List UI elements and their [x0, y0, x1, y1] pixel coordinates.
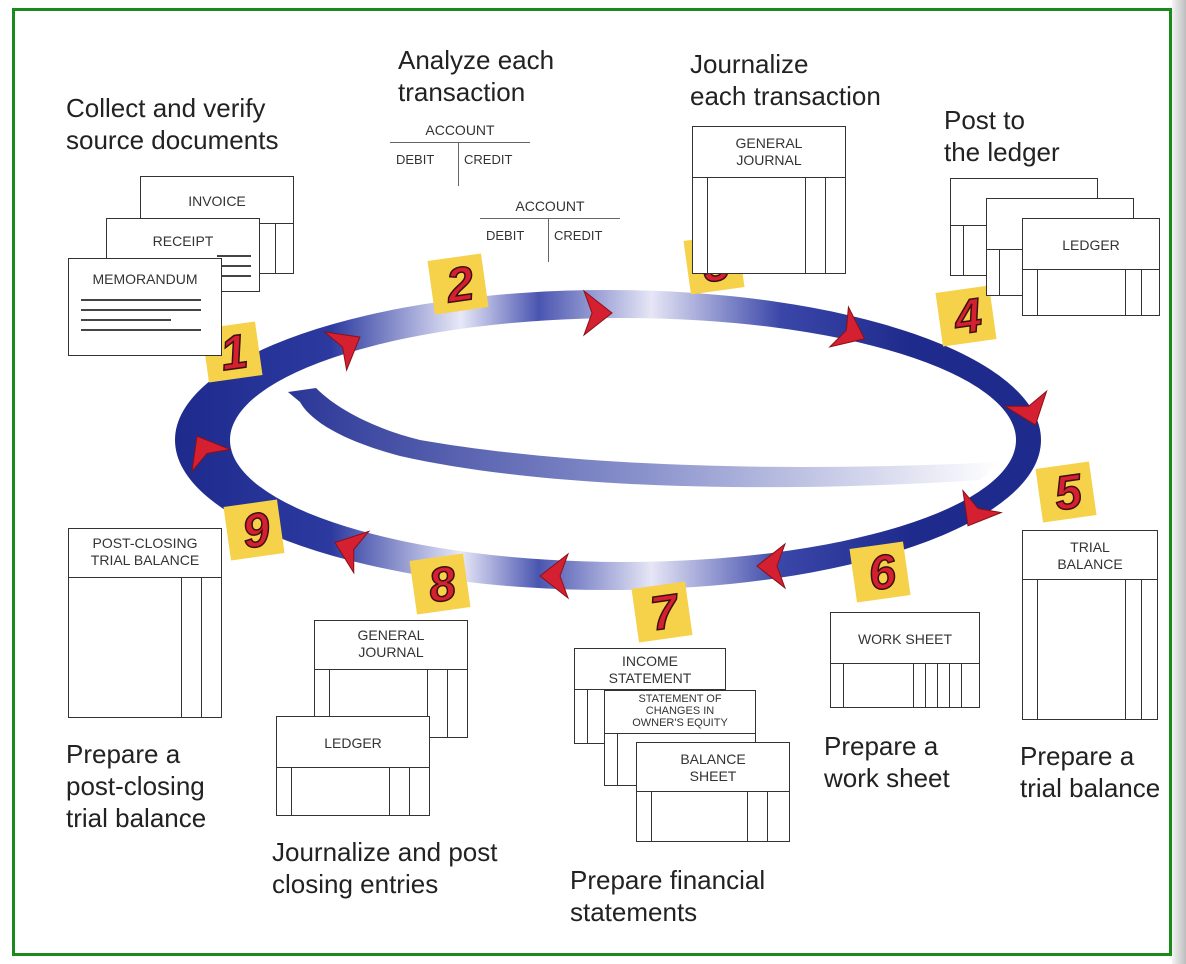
trial-balance-document: TRIAL BALANCE	[1022, 530, 1158, 720]
direction-arrow	[582, 289, 613, 337]
general-journal-title: GENERAL JOURNAL	[735, 135, 803, 168]
t-account-1-credit: CREDIT	[464, 152, 513, 167]
step-3-caption: Journalize each transaction	[690, 49, 881, 111]
memorandum-document: MEMORANDUM	[68, 258, 222, 356]
direction-arrow	[1003, 389, 1048, 426]
step-5-number: 5	[1051, 465, 1086, 521]
direction-arrow	[191, 435, 232, 474]
step-1-number: 1	[217, 325, 251, 381]
return-arrow	[288, 388, 1000, 488]
closing-general-journal-title: GENERAL JOURNAL	[357, 627, 425, 660]
step-8-caption: Journalize and post closing entries	[272, 837, 498, 899]
direction-arrows	[191, 289, 1048, 600]
direction-arrow	[322, 331, 361, 372]
work-sheet-document: WORK SHEET	[830, 612, 980, 708]
ledger-document: LEDGER	[1022, 218, 1160, 316]
step-7-caption: Prepare financial statements	[570, 865, 766, 927]
ledger-title: LEDGER	[1062, 237, 1120, 253]
closing-ledger-title: LEDGER	[324, 735, 382, 751]
post-closing-trial-balance-document: POST-CLOSING TRIAL BALANCE	[68, 528, 222, 718]
invoice-title: INVOICE	[188, 193, 246, 209]
page-edge	[1172, 0, 1186, 964]
closing-ledger-document: LEDGER	[276, 716, 430, 816]
step-5-badge: 5	[1035, 461, 1097, 523]
t-account-2-title: ACCOUNT	[515, 198, 585, 214]
trial-balance-title: TRIAL BALANCE	[1057, 539, 1123, 572]
owners-equity-title: STATEMENT OF CHANGES IN OWNER'S EQUITY	[632, 693, 728, 729]
step-9-caption: Prepare a post-closing trial balance	[66, 739, 207, 833]
memorandum-title: MEMORANDUM	[92, 271, 198, 287]
t-account-2-debit: DEBIT	[486, 228, 525, 243]
step-8-badge: 8	[409, 553, 471, 615]
step-6-caption: Prepare a work sheet	[824, 731, 950, 793]
direction-arrow	[828, 305, 866, 348]
direction-arrow	[539, 552, 570, 600]
step-1-caption: Collect and verify source documents	[66, 93, 279, 155]
direction-arrow	[962, 488, 1003, 527]
step-7-badge: 7	[631, 581, 693, 643]
step-6-badge: 6	[849, 541, 911, 603]
step-2-caption: Analyze each transaction	[398, 45, 555, 107]
step-2-badge: 2	[427, 253, 489, 315]
t-account-1-debit: DEBIT	[396, 152, 435, 167]
direction-arrow	[756, 542, 787, 590]
receipt-title: RECEIPT	[152, 233, 214, 249]
balance-sheet-title: BALANCE SHEET	[680, 751, 746, 784]
cycle-ring	[174, 289, 1041, 591]
t-account-2-credit: CREDIT	[554, 228, 603, 243]
post-closing-title: POST-CLOSING TRIAL BALANCE	[90, 535, 200, 568]
step-6-number: 6	[865, 545, 899, 601]
step-4-caption: Post to the ledger	[944, 105, 1060, 167]
general-journal-document: GENERAL JOURNAL	[692, 126, 846, 274]
step-9-badge: 9	[223, 499, 285, 561]
t-account-1-title: ACCOUNT	[425, 122, 495, 138]
income-statement-title: INCOME STATEMENT	[608, 653, 692, 686]
balance-sheet-document: BALANCE SHEET	[636, 742, 790, 842]
step-4-badge: 4	[935, 285, 997, 347]
step-5-caption: Prepare a trial balance	[1020, 741, 1161, 803]
work-sheet-title: WORK SHEET	[857, 631, 953, 647]
direction-arrow	[334, 530, 371, 575]
